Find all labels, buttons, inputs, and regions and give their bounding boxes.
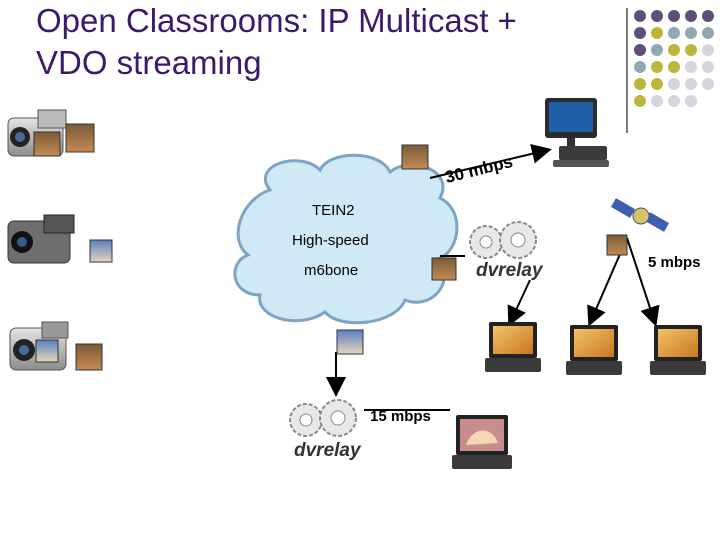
- slide-title: Open Classrooms: IP Multicast + VDO stre…: [36, 0, 676, 84]
- decorative-dot-grid: [634, 10, 714, 107]
- video-thumbnail: [33, 123, 628, 371]
- laptop-icon: [650, 325, 706, 375]
- title-line-1: Open Classrooms: IP Multicast +: [36, 2, 517, 39]
- arrow-cloud-to-desktop: [429, 143, 552, 179]
- relay-label-top: dvrelay: [476, 260, 544, 281]
- title-line-2: VDO streaming: [36, 44, 262, 81]
- laptop-icon: [485, 322, 541, 372]
- rate-label-5mbps: 5 mbps: [648, 254, 701, 271]
- decorative-divider: [626, 8, 628, 133]
- rate-label-15mbps: 15 mbps: [370, 408, 431, 425]
- satellite-icon: [610, 198, 670, 232]
- relay-label-bottom: dvrelay: [294, 440, 362, 461]
- arrow-satellite-to-laptop3: [626, 237, 660, 327]
- arrow-relay-to-laptop1: [507, 279, 531, 327]
- relay-gear-icon: [289, 399, 357, 437]
- cloud-label-tein2: TEIN2: [312, 202, 355, 219]
- dot-grid-rows: [634, 10, 714, 107]
- cloud-label-m6bone: m6bone: [304, 262, 359, 279]
- cloud-label-high-speed: High-speed: [292, 232, 369, 249]
- network-cloud-shape: [233, 153, 459, 325]
- laptop-icon: [566, 325, 622, 375]
- relay-gear-icon: [469, 221, 537, 259]
- laptop-icon: [452, 415, 512, 469]
- desktop-computer-icon: [545, 98, 609, 167]
- camcorder-icon: [7, 214, 75, 264]
